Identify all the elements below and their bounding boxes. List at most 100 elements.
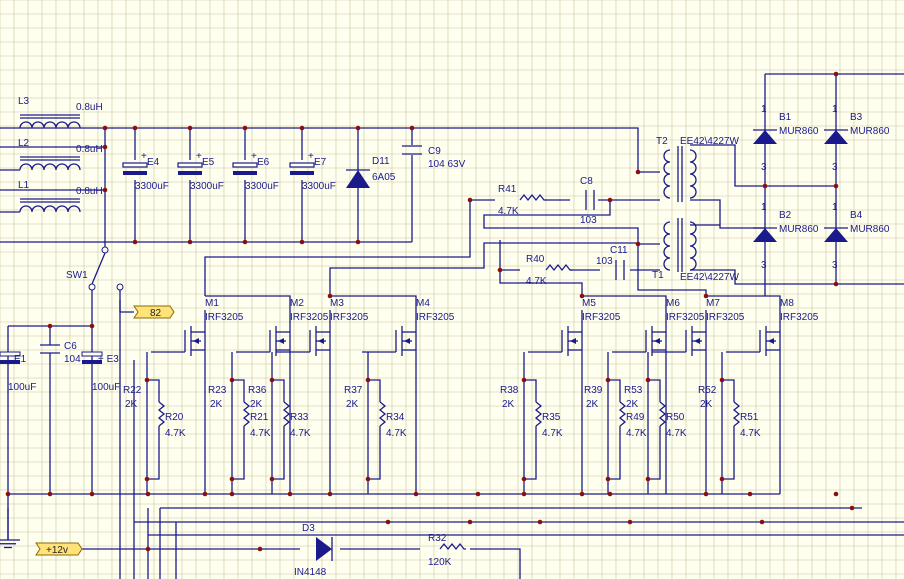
junction-dot — [579, 491, 585, 497]
xfmr-primary — [663, 149, 671, 199]
inductor-ref: L2 — [18, 138, 30, 149]
switch-lever — [91, 252, 106, 285]
rectifier-pin: 1 — [761, 104, 767, 115]
wire — [706, 295, 781, 310]
mosfet-arrow — [404, 338, 410, 344]
resistor-body — [519, 193, 546, 202]
rectifier-ref: B4 — [850, 210, 863, 221]
resistor-value: 4.7K — [386, 428, 407, 439]
resistor-value: 4.7K — [498, 206, 519, 217]
mosfet-ref: M2 — [290, 298, 304, 309]
inductor-ref: L1 — [18, 180, 30, 191]
resistor-ref: R23 — [208, 385, 227, 396]
junction-dot — [229, 476, 235, 482]
rectifier-value: MUR860 — [850, 126, 890, 137]
junction-dot — [849, 505, 855, 511]
resistor-value: 4.7K — [740, 428, 761, 439]
cap-plus: + — [196, 151, 202, 162]
mosfet-value: IRF3205 — [780, 312, 819, 323]
resistor-value: 4.7K — [626, 428, 647, 439]
cap-value: 100uF — [8, 382, 36, 393]
xfmr-secondary — [689, 221, 697, 271]
junction-dot — [202, 491, 208, 497]
mosfet-value: IRF3205 — [330, 312, 369, 323]
junction-dot — [299, 125, 305, 131]
resistor-ref: R50 — [666, 412, 685, 423]
resistor-value: 2K — [125, 399, 138, 410]
wire — [608, 426, 621, 480]
junction-dot — [762, 183, 768, 189]
junction-dot — [537, 519, 543, 525]
cap-plate — [122, 162, 148, 168]
mosfet-value: IRF3205 — [416, 312, 455, 323]
rectifier-pin: 1 — [832, 202, 838, 213]
wire — [637, 244, 707, 296]
inductor-l2: L2 0.8uH — [18, 138, 103, 171]
port-label: +12v — [46, 545, 68, 556]
mosfet-arrow — [654, 338, 660, 344]
wire — [690, 144, 765, 187]
rectifier-value: MUR860 — [779, 224, 819, 235]
cap-plate — [177, 162, 203, 168]
junction-dot — [759, 519, 765, 525]
cap-plus: + — [251, 151, 257, 162]
rectifier-ref: B3 — [850, 112, 863, 123]
inductor-value: 0.8uH — [76, 186, 103, 197]
resistor-body — [439, 542, 466, 551]
rectifier-ref: B1 — [779, 112, 792, 123]
junction-dot — [242, 125, 248, 131]
resistor-value: 2K — [346, 399, 359, 410]
resistor-ref: R37 — [344, 385, 363, 396]
junction-dot — [703, 491, 709, 497]
resistor-body — [282, 401, 291, 427]
cap-value: 3300uF — [190, 181, 224, 192]
rectifier-pin: 3 — [832, 260, 838, 271]
switch-ref: SW1 — [66, 270, 88, 281]
inductor-value: 0.8uH — [76, 144, 103, 155]
cap-plate — [289, 162, 315, 168]
cap-value: 103 — [596, 256, 613, 267]
wire — [147, 379, 160, 402]
junction-dot — [385, 519, 391, 525]
junction-dot — [269, 377, 275, 383]
rectifier-body — [824, 228, 848, 242]
wire — [524, 379, 537, 402]
port-label: 82 — [150, 308, 162, 319]
inductor-coil — [19, 163, 81, 171]
cap-ref: C11 — [610, 245, 628, 256]
diode-body — [346, 170, 370, 188]
junction-dot — [645, 476, 651, 482]
junction-dot — [645, 377, 651, 383]
junction-dot — [833, 491, 839, 497]
cap-ref: E6 — [257, 157, 270, 168]
port-82: 82 — [133, 305, 175, 319]
junction-dot — [467, 197, 473, 203]
junction-dot — [144, 476, 150, 482]
inductor-value: 0.8uH — [76, 102, 103, 113]
wire — [524, 426, 537, 480]
resistor-value: 2K — [210, 399, 223, 410]
junction-dot — [102, 187, 108, 193]
rectifier-body — [753, 228, 777, 242]
wire — [330, 295, 417, 310]
wire — [232, 426, 245, 480]
cap-plate — [232, 162, 258, 168]
mosfet-arrow — [694, 338, 700, 344]
junction-dot — [635, 241, 641, 247]
wire — [272, 426, 285, 480]
junction-dot — [497, 267, 503, 273]
